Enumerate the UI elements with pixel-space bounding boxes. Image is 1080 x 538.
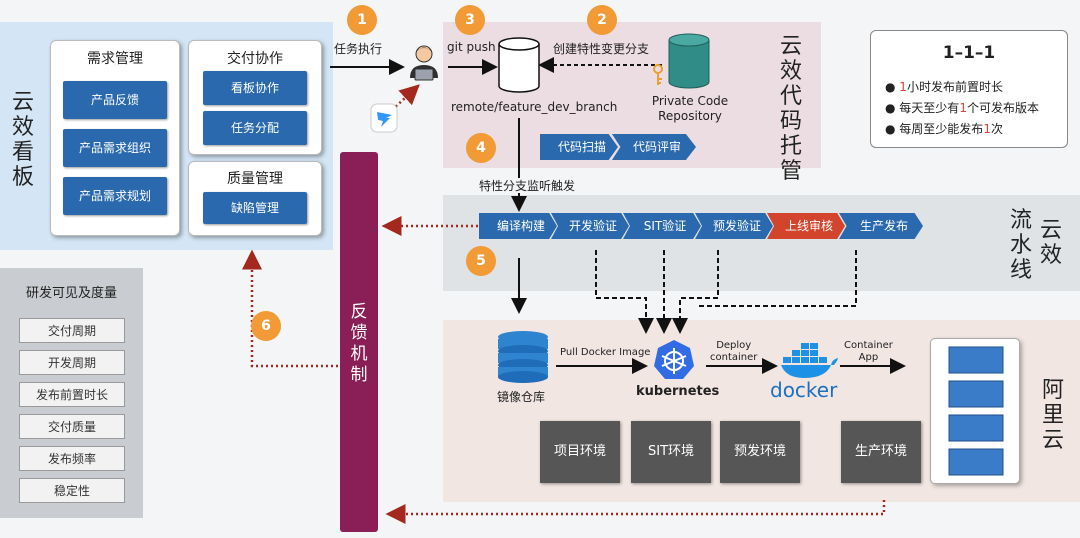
stage-dev-verify[interactable]: 开发验证 [551, 213, 629, 239]
image-registry-icon [498, 331, 548, 383]
step-6-badge: 6 [251, 311, 281, 341]
env-production[interactable]: 生产环境 [841, 421, 921, 483]
kpi-line-1: ● 1小时发布前置时长 [885, 80, 1003, 94]
code-checks: 代码扫描 代码评审 [540, 134, 696, 160]
metric-dev-cycle: 开发周期 [19, 350, 125, 375]
product-feedback-item[interactable]: 产品反馈 [63, 81, 167, 119]
step-5-badge: 5 [466, 246, 496, 276]
image-registry-label: 镜像仓库 [497, 390, 546, 404]
metrics-panel: 研发可见及度量 交付周期 开发周期 发布前置时长 交付质量 发布频率 稳定性 [0, 268, 143, 518]
code-hosting-title: 云效代码托管 [779, 34, 802, 184]
feature-branch-repo-icon [498, 37, 540, 93]
code-review-stage[interactable]: 代码评审 [612, 134, 696, 160]
dingtalk-icon [370, 103, 398, 133]
quality-management-card: 质量管理 缺陷管理 [188, 161, 322, 236]
demand-management-card: 需求管理 产品反馈 产品需求组织 产品需求规划 [50, 40, 180, 236]
pipeline-title-part1: 云效 [1039, 218, 1062, 268]
pull-image-label: Pull Docker Image [560, 347, 651, 358]
feature-branch-repo-label: remote/feature_dev_branch [451, 100, 618, 114]
developer-icon [410, 45, 438, 81]
step-3-badge: 3 [455, 5, 485, 35]
kubernetes-label: kubernetes [636, 384, 720, 399]
feedback-bar: 反馈机制 [340, 152, 378, 532]
task-assign-item[interactable]: 任务分配 [203, 111, 307, 145]
private-repo-label: Private Code Repository [651, 94, 729, 123]
stage-build[interactable]: 编译构建 [479, 213, 557, 239]
product-requirement-organize-item[interactable]: 产品需求组织 [63, 129, 167, 167]
feedback-title: 反馈机制 [350, 302, 368, 385]
kpi-title: 1–1–1 [942, 43, 996, 63]
pipeline-title-part2: 流水线 [1009, 208, 1032, 283]
deploy-container-label: Deploy container [710, 340, 758, 363]
delivery-collab-card: 交付协作 看板协作 任务分配 [188, 40, 322, 155]
metric-release-lead-time: 发布前置时长 [19, 382, 125, 407]
key-icon [653, 64, 663, 85]
quality-management-title: 质量管理 [227, 171, 283, 187]
private-repo-icon [668, 33, 710, 89]
stage-production-release[interactable]: 生产发布 [839, 213, 923, 239]
docker-whale-icon [781, 343, 838, 378]
container-stack-icon [948, 346, 1004, 476]
pipeline-panel [443, 195, 1080, 291]
container-app-stack [930, 338, 1020, 484]
kubernetes-icon [654, 340, 694, 379]
kanban-collab-item[interactable]: 看板协作 [203, 71, 307, 105]
pipeline-stages: 编译构建 开发验证 SIT验证 预发验证 上线审核 生产发布 [479, 213, 923, 239]
demand-management-title: 需求管理 [87, 51, 143, 67]
env-project[interactable]: 项目环境 [540, 421, 620, 483]
stage-sit-verify[interactable]: SIT验证 [623, 213, 701, 239]
step-1-badge: 1 [347, 5, 377, 35]
step-4-badge: 4 [466, 133, 496, 163]
docker-label: docker [770, 378, 838, 402]
container-app-label: Container App [844, 340, 893, 363]
metric-delivery-cycle: 交付周期 [19, 318, 125, 343]
git-push-label: git push [447, 40, 496, 54]
kpi-line-3: ● 每周至少能发布1次 [885, 122, 1003, 136]
stage-pre-verify[interactable]: 预发验证 [695, 213, 773, 239]
metric-release-frequency: 发布频率 [19, 446, 125, 471]
kanban-title: 云效看板 [11, 90, 34, 190]
code-scan-stage[interactable]: 代码扫描 [540, 134, 618, 160]
create-branch-label: 创建特性变更分支 [553, 42, 650, 56]
product-requirement-plan-item[interactable]: 产品需求规划 [63, 177, 167, 215]
kpi-box: 1–1–1 ● 1小时发布前置时长 ● 每天至少有1个可发布版本 ● 每周至少能… [870, 30, 1068, 148]
step-2-badge: 2 [587, 5, 617, 35]
metric-stability: 稳定性 [19, 478, 125, 503]
kpi-line-2: ● 每天至少有1个可发布版本 [885, 101, 1039, 115]
stage-release-review[interactable]: 上线审核 [767, 213, 845, 239]
metric-delivery-quality: 交付质量 [19, 414, 125, 439]
task-exec-label: 任务执行 [334, 42, 383, 56]
defect-management-item[interactable]: 缺陷管理 [203, 192, 307, 224]
env-sit[interactable]: SIT环境 [631, 421, 711, 483]
delivery-collab-title: 交付协作 [227, 51, 283, 67]
metrics-title: 研发可见及度量 [25, 286, 117, 301]
branch-listen-label: 特性分支监听触发 [479, 179, 576, 193]
env-pre[interactable]: 预发环境 [720, 421, 800, 483]
aliyun-title: 阿里云 [1041, 378, 1064, 453]
